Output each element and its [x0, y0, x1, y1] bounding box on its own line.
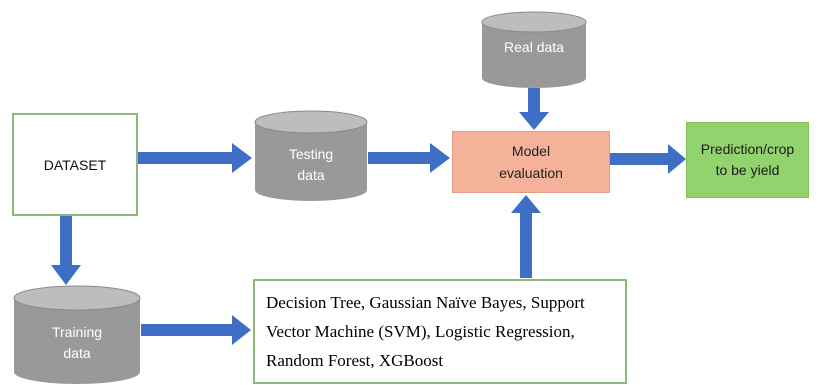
arrow-dataset-to-testing: [138, 143, 252, 173]
testing-data-cylinder: [254, 110, 368, 201]
arrow-algorithms-to-model: [511, 195, 541, 278]
training-data-cylinder: [13, 285, 141, 384]
real-data-label: Real data: [504, 39, 564, 55]
algorithms-box: Decision Tree, Gaussian Naïve Bayes, Sup…: [253, 279, 627, 384]
arrow-testing-to-model: [368, 143, 450, 173]
algorithms-label: Decision Tree, Gaussian Naïve Bayes, Sup…: [266, 293, 585, 370]
dataset-label: DATASET: [43, 156, 107, 173]
arrow-real-to-model: [519, 88, 549, 130]
model-evaluation-label: Model evaluation: [499, 143, 563, 181]
training-data-label: Training data: [51, 324, 103, 361]
prediction-box: Prediction/crop to be yield: [686, 122, 809, 198]
testing-data-label: Testing data: [288, 146, 334, 183]
model-evaluation-box: Model evaluation: [452, 131, 610, 193]
prediction-label: Prediction/crop to be yield: [700, 141, 795, 178]
arrow-dataset-to-training: [51, 216, 81, 285]
dataset-box: DATASET: [12, 113, 138, 216]
real-data-cylinder: [481, 11, 587, 88]
arrow-model-to-prediction: [610, 144, 686, 174]
arrow-training-to-algorithms: [141, 315, 251, 345]
